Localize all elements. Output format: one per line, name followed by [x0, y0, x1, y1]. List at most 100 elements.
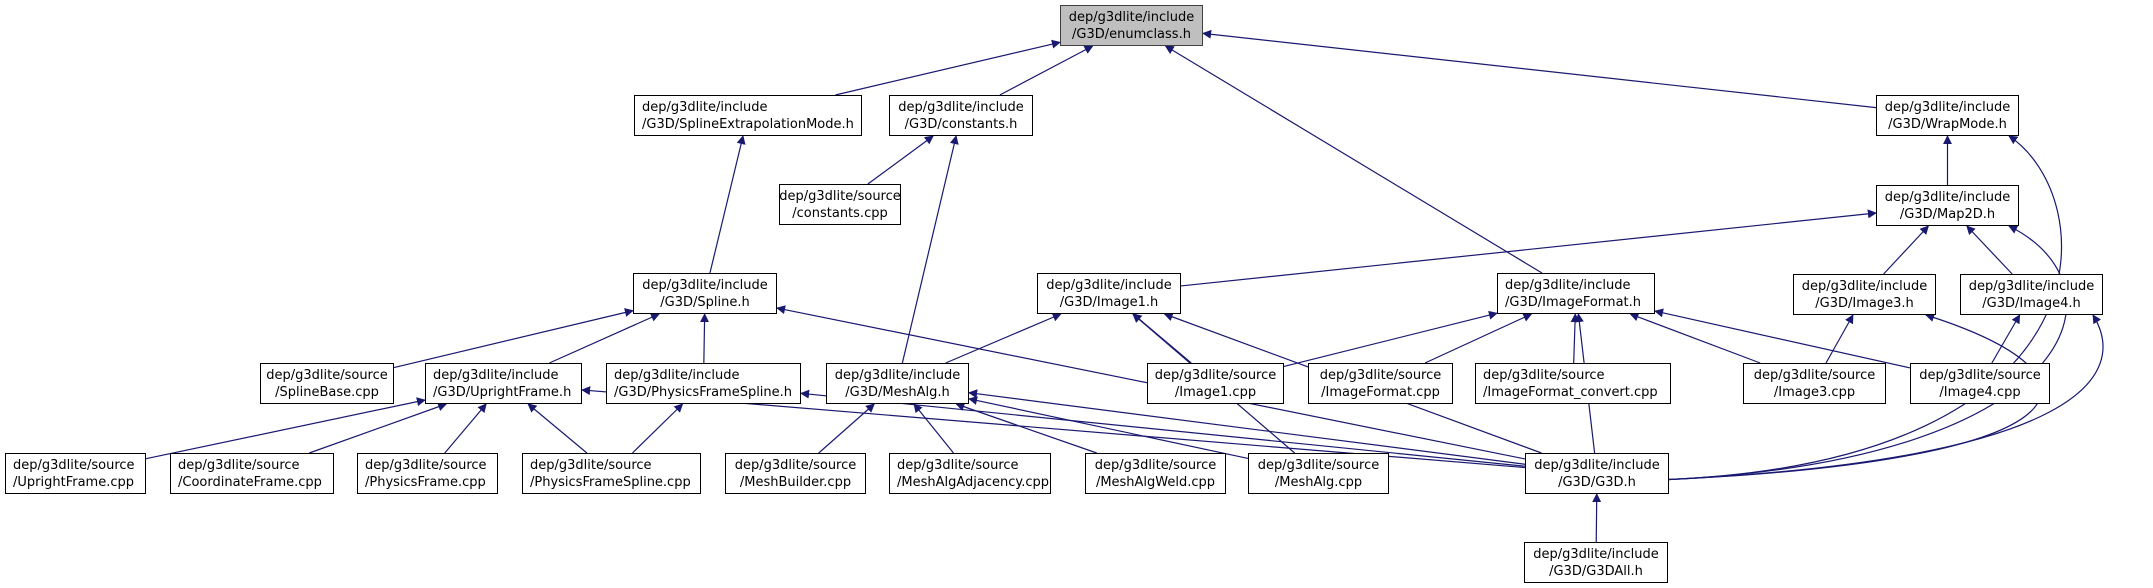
node-splineextrapolationmode-h[interactable]: dep/g3dlite/include /G3D/SplineExtrapola… [634, 95, 862, 136]
edge-imageformat_cpp-to-imageformat_h [1424, 313, 1533, 364]
node-file: /constants.cpp [792, 205, 888, 221]
node-path: dep/g3dlite/source [734, 457, 857, 473]
node-file: /G3D/Image1.h [1059, 294, 1159, 310]
node-file: /UprightFrame.cpp [13, 474, 134, 490]
node-path: dep/g3dlite/include [898, 99, 1024, 115]
edge-splinebase_cpp-to-spline_h [393, 308, 634, 369]
node-map2d-h[interactable]: dep/g3dlite/include /G3D/Map2D.h [1876, 185, 2019, 226]
node-path: dep/g3dlite/include [1801, 278, 1928, 294]
edge-imageformat_convert_cpp-to-imageformat_h [1570, 313, 1580, 364]
node-imageformat-convert-cpp[interactable]: dep/g3dlite/source /ImageFormat_convert.… [1475, 363, 1671, 404]
node-path: dep/g3dlite/source [530, 457, 652, 473]
node-file: /G3D/Spline.h [660, 294, 750, 310]
node-g3d-h[interactable]: dep/g3dlite/include /G3D/G3D.h [1525, 453, 1669, 494]
node-meshalg-cpp[interactable]: dep/g3dlite/source /MeshAlg.cpp [1248, 453, 1389, 494]
edge-physicsframespline_cpp-to-uprightframe_h [527, 403, 588, 454]
edge-image3_cpp-to-image3_h [1825, 314, 1854, 364]
node-path: dep/g3dlite/include [614, 367, 740, 383]
node-file: /G3D/SplineExtrapolationMode.h [642, 116, 854, 132]
edge-uprightframe_cpp-to-uprightframe_h [145, 397, 426, 460]
edge-image3_cpp-to-imageformat_h [1629, 312, 1761, 364]
node-file: /Image3.cpp [1773, 384, 1856, 400]
edge-meshalgadjacency_cpp-to-meshalg_h [913, 403, 954, 454]
node-file: /G3D/enumclass.h [1072, 26, 1191, 42]
node-path: dep/g3dlite/include [834, 367, 961, 383]
node-image4-cpp[interactable]: dep/g3dlite/source /Image4.cpp [1910, 363, 2050, 404]
node-path: dep/g3dlite/include [1884, 189, 2011, 205]
node-path: dep/g3dlite/source [13, 457, 135, 473]
node-meshalgweld-cpp[interactable]: dep/g3dlite/source /MeshAlgWeld.cpp [1085, 453, 1226, 494]
node-meshalg-h[interactable]: dep/g3dlite/include /G3D/MeshAlg.h [826, 363, 969, 404]
edge-constants_h-to-enumclass_h [999, 45, 1094, 96]
node-file: /Image1.cpp [1174, 384, 1257, 400]
edge-uprightframe_h-to-spline_h [549, 313, 660, 364]
node-enumclass-h: dep/g3dlite/include /G3D/enumclass.h [1060, 5, 1203, 46]
node-path: dep/g3dlite/include [1534, 457, 1660, 473]
node-splinebase-cpp[interactable]: dep/g3dlite/source /SplineBase.cpp [260, 363, 394, 404]
node-file: /MeshAlgAdjacency.cpp [897, 474, 1050, 490]
node-uprightframe-h[interactable]: dep/g3dlite/include /G3D/UprightFrame.h [425, 363, 582, 404]
edge-meshalg_cpp-to-meshalg_h [968, 396, 1249, 460]
node-file: /ImageFormat_convert.cpp [1483, 384, 1658, 400]
node-path: dep/g3dlite/source [1483, 367, 1605, 383]
node-uprightframe-cpp[interactable]: dep/g3dlite/source /UprightFrame.cpp [5, 453, 146, 494]
node-imageformat-h[interactable]: dep/g3dlite/include /G3D/ImageFormat.h [1497, 273, 1655, 314]
node-path: dep/g3dlite/source [1154, 367, 1277, 383]
node-meshalgadjacency-cpp[interactable]: dep/g3dlite/source /MeshAlgAdjacency.cpp [889, 453, 1051, 494]
node-constants-cpp[interactable]: dep/g3dlite/source /constants.cpp [779, 184, 901, 225]
node-physicsframespline-cpp[interactable]: dep/g3dlite/source /PhysicsFrameSpline.c… [522, 453, 701, 494]
node-path: dep/g3dlite/include [1533, 546, 1659, 562]
edge-spline_h-to-splineextrap_h [709, 135, 746, 274]
node-image3-h[interactable]: dep/g3dlite/include /G3D/Image3.h [1793, 274, 1936, 315]
node-physicsframespline-h[interactable]: dep/g3dlite/include /G3D/PhysicsFrameSpl… [606, 363, 801, 404]
node-file: /G3D/UprightFrame.h [433, 384, 572, 400]
node-file: /SplineBase.cpp [275, 384, 379, 400]
node-file: /G3D/Image3.h [1815, 295, 1914, 311]
edge-g3dall_h-to-g3d_h [1592, 493, 1602, 543]
node-path: dep/g3dlite/include [1068, 9, 1195, 25]
node-wrapmode-h[interactable]: dep/g3dlite/include /G3D/WrapMode.h [1876, 95, 2019, 136]
node-file: /G3D/Map2D.h [1899, 206, 1996, 222]
node-path: dep/g3dlite/include [1505, 277, 1631, 293]
node-path: dep/g3dlite/include [642, 99, 768, 115]
node-physicsframe-cpp[interactable]: dep/g3dlite/source /PhysicsFrame.cpp [357, 453, 498, 494]
edge-physicsframe_cpp-to-uprightframe_h [444, 403, 487, 454]
node-image3-cpp[interactable]: dep/g3dlite/source /Image3.cpp [1743, 363, 1886, 404]
node-path: dep/g3dlite/source [779, 188, 901, 204]
edge-g3d_h-to-meshalg_h [968, 389, 1526, 465]
node-image1-cpp[interactable]: dep/g3dlite/source /Image1.cpp [1147, 363, 1284, 404]
edge-meshbuilder_cpp-to-meshalg_h [818, 403, 875, 454]
node-file: /G3D/Image4.h [1982, 295, 2081, 311]
node-meshbuilder-cpp[interactable]: dep/g3dlite/source /MeshBuilder.cpp [725, 453, 866, 494]
node-file: /G3D/G3D.h [1558, 474, 1636, 490]
edge-coordinateframe_cpp-to-uprightframe_h [309, 402, 448, 454]
node-file: /PhysicsFrameSpline.cpp [530, 474, 691, 490]
node-file: /CoordinateFrame.cpp [178, 474, 322, 490]
node-image4-h[interactable]: dep/g3dlite/include /G3D/Image4.h [1960, 274, 2103, 315]
edge-image4_cpp-to-image4_h [1991, 314, 2021, 364]
node-path: dep/g3dlite/source [1753, 367, 1876, 383]
node-file: /MeshBuilder.cpp [739, 474, 852, 490]
node-file: /ImageFormat.cpp [1321, 384, 1440, 400]
edge-meshalgweld_cpp-to-meshalg_h [955, 402, 1097, 454]
edge-g3d_h-to-map2d_h [1668, 225, 2068, 481]
node-path: dep/g3dlite/include [433, 367, 559, 383]
edge-meshalg_h-to-image1_h [945, 313, 1062, 364]
node-imageformat-cpp[interactable]: dep/g3dlite/source /ImageFormat.cpp [1308, 363, 1453, 404]
edge-physicsframespline_cpp-to-physicsframespline_h [632, 403, 684, 454]
node-coordinateframe-cpp[interactable]: dep/g3dlite/source /CoordinateFrame.cpp [170, 453, 334, 494]
node-image1-h[interactable]: dep/g3dlite/include /G3D/Image1.h [1037, 273, 1181, 314]
node-path: dep/g3dlite/source [1319, 367, 1442, 383]
node-constants-h[interactable]: dep/g3dlite/include /G3D/constants.h [889, 95, 1033, 136]
edge-g3d_h-to-wrapmode_h [1668, 135, 2063, 481]
edge-meshalg_h-to-constants_h [901, 135, 959, 364]
node-g3dall-h[interactable]: dep/g3dlite/include /G3D/G3DAll.h [1524, 542, 1668, 583]
node-path: dep/g3dlite/source [1919, 367, 2041, 383]
node-file: /G3D/ImageFormat.h [1505, 294, 1642, 310]
edge-physicsframespline_h-to-spline_h [700, 313, 710, 364]
node-path: dep/g3dlite/source [1094, 457, 1217, 473]
node-spline-h[interactable]: dep/g3dlite/include /G3D/Spline.h [633, 273, 777, 314]
node-path: dep/g3dlite/source [1257, 457, 1380, 473]
node-file: /G3D/constants.h [904, 116, 1018, 132]
edge-image4_cpp-to-imageformat_h [1654, 308, 1911, 369]
